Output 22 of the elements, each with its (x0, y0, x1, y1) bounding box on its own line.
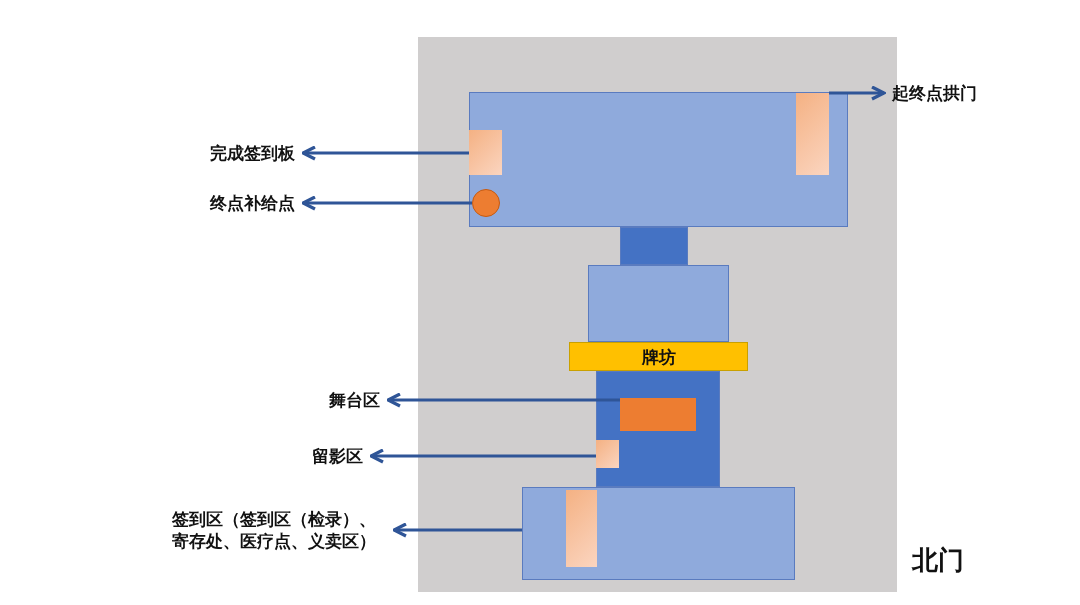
leader-arrow (386, 392, 620, 408)
callout-label: 起终点拱门 (892, 82, 1022, 104)
plaza-area (588, 265, 729, 342)
leader-arrow (392, 522, 522, 538)
marker-rect (796, 93, 829, 175)
marker-rect (469, 130, 502, 175)
callout-label: 舞台区 (310, 389, 380, 411)
gate-banner: 牌坊 (569, 342, 748, 371)
marker-rect (566, 490, 597, 567)
leader-arrow (829, 85, 886, 101)
callout-label: 签到区（签到区（检录）、寄存处、医疗点、义卖区） (172, 508, 386, 552)
check-in-zone (522, 487, 795, 580)
leader-arrow (369, 448, 596, 464)
leader-arrow (301, 145, 469, 161)
gate-label: 北门 (912, 545, 964, 575)
callout-label: 终点补给点 (185, 192, 295, 214)
leader-arrow (301, 195, 472, 211)
marker-rect (596, 440, 619, 468)
stage-platform (620, 398, 696, 431)
callout-label: 完成签到板 (185, 142, 295, 164)
supply-point-marker (472, 189, 500, 217)
callout-label: 留影区 (293, 445, 363, 467)
